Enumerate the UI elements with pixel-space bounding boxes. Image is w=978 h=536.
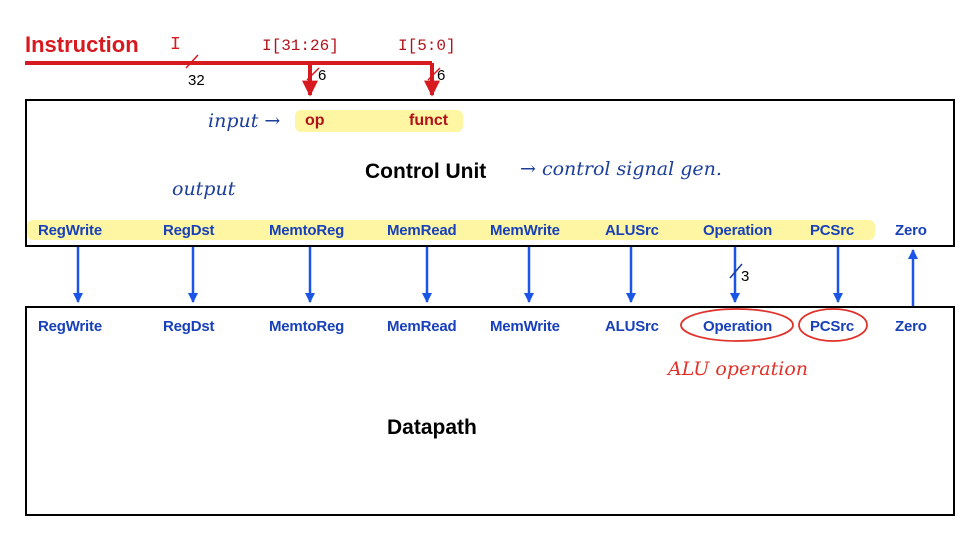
funct-input: funct xyxy=(409,112,449,129)
dp-signal-memread: MemRead xyxy=(387,318,457,335)
dp-signal-alusrc: ALUSrc xyxy=(605,318,659,335)
cu-signal-operation: Operation xyxy=(703,222,773,239)
cu-signal-pcsrc: PCSrc xyxy=(810,222,855,239)
input-annotation: input → xyxy=(208,110,281,132)
output-annotation: output xyxy=(172,178,236,200)
field-range-funct: I[5:0] xyxy=(398,37,456,55)
funct-branch-arrow xyxy=(424,63,441,97)
cu-signal-alusrc: ALUSrc xyxy=(605,222,659,239)
dp-signal-operation: Operation xyxy=(703,318,773,335)
alu-operation-annotation: ALU operation xyxy=(668,358,808,380)
pcsrc-circle xyxy=(798,308,868,342)
operation-circle xyxy=(680,308,794,342)
op-branch-arrow xyxy=(302,63,320,97)
cu-signal-regwrite: RegWrite xyxy=(38,222,102,239)
dp-signal-pcsrc: PCSrc xyxy=(810,318,855,335)
dp-signal-zero: Zero xyxy=(895,318,927,335)
control-signal-annotation: → control signal gen. xyxy=(520,158,722,180)
op-input: op xyxy=(305,112,325,129)
cu-signal-memwrite: MemWrite xyxy=(490,222,560,239)
instruction-label: Instruction xyxy=(25,32,139,57)
dp-signal-regwrite: RegWrite xyxy=(38,318,102,335)
field-range-op: I[31:26] xyxy=(262,37,339,55)
funct-width-label: 6 xyxy=(437,67,446,84)
cu-signal-memread: MemRead xyxy=(387,222,457,239)
dp-signal-memwrite: MemWrite xyxy=(490,318,560,335)
output-highlight xyxy=(27,220,875,240)
cu-signal-regdst: RegDst xyxy=(163,222,215,239)
cu-signal-zero: Zero xyxy=(895,222,927,239)
operation-width-label: 3 xyxy=(741,268,750,285)
dp-signal-regdst: RegDst xyxy=(163,318,215,335)
instruction-variable: I xyxy=(170,35,181,55)
op-width-label: 6 xyxy=(318,67,327,84)
input-highlight xyxy=(295,110,463,132)
datapath-box: RegWrite RegDst MemtoReg MemRead MemWrit… xyxy=(25,306,955,516)
control-unit-title: Control Unit xyxy=(365,160,487,183)
datapath-title: Datapath xyxy=(387,416,477,439)
cu-signal-memtoreg: MemtoReg xyxy=(269,222,345,239)
dp-signal-memtoreg: MemtoReg xyxy=(269,318,345,335)
bus-width-label: 32 xyxy=(188,72,205,89)
instruction-bus xyxy=(25,54,432,69)
arrow-operation xyxy=(729,247,743,303)
control-unit-box: op funct Control Unit RegWrite RegDst Me… xyxy=(25,99,955,247)
